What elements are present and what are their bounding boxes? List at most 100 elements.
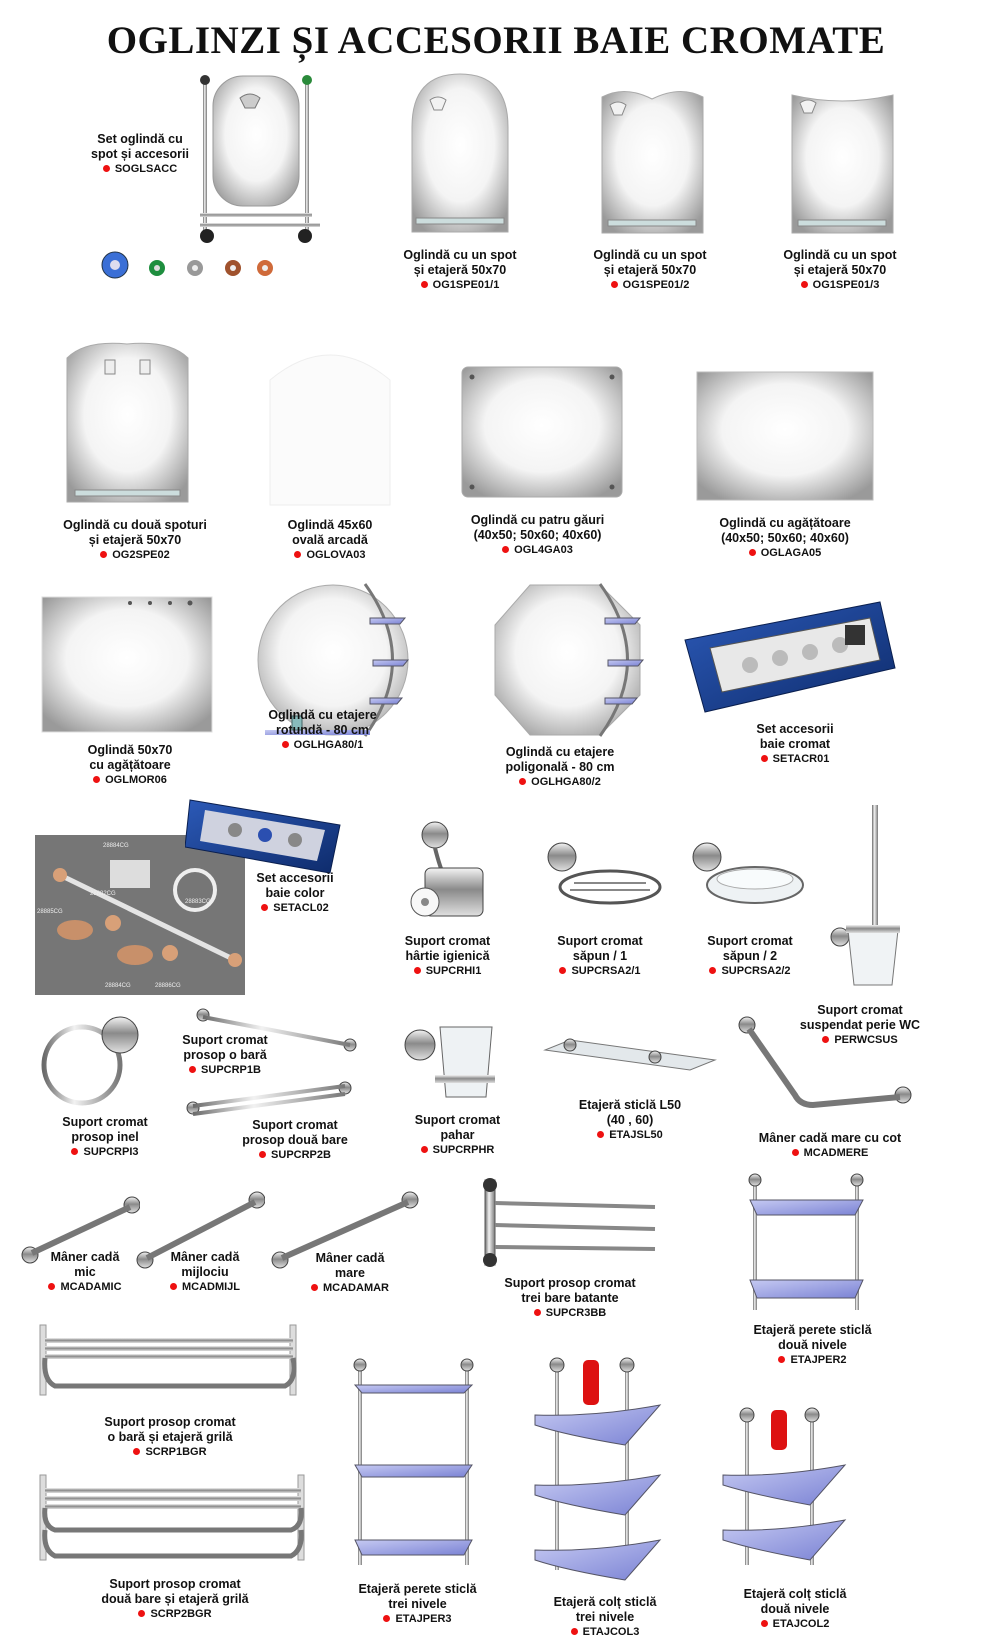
product-mcadamic[interactable]: Mâner cadă mic MCADAMIC <box>20 1195 150 1300</box>
accessory-hooks-image <box>95 240 275 285</box>
product-scrp2bgr[interactable]: Suport prosop cromat două bare și etajer… <box>35 1470 315 1630</box>
product-etajper3[interactable]: Etajeră perete sticlă trei nivele ETAJPE… <box>330 1355 505 1645</box>
product-caption: Oglindă cu agățătoare (40x50; 50x60; 40x… <box>690 516 880 561</box>
product-code: OG2SPE02 <box>40 548 230 563</box>
towel-shelf-image <box>35 1320 305 1400</box>
double-towel-bar-image <box>185 1080 355 1120</box>
wall-shelf-image <box>350 1355 480 1570</box>
product-code: SUPCRSA2/2 <box>680 964 820 979</box>
product-supcrsa2-2[interactable]: Suport cromat săpun / 2 SUPCRSA2/2 <box>680 835 820 985</box>
product-scrp1bgr[interactable]: Suport prosop cromat o bară și etajeră g… <box>35 1320 305 1460</box>
grab-bar-image <box>270 1190 420 1270</box>
paper-holder-image <box>395 820 495 930</box>
product-code: MCADAMIC <box>35 1280 135 1295</box>
product-code: SETACR01 <box>735 752 855 767</box>
mirror-image <box>410 72 510 237</box>
product-code: OGLAGA05 <box>690 546 880 561</box>
product-caption: Suport cromat suspendat perie WC PERWCSU… <box>790 1003 930 1048</box>
gift-box-image <box>680 600 900 720</box>
product-mcadmijl[interactable]: Mâner cadă mijlociu MCADMIJL <box>135 1190 270 1300</box>
product-caption: Oglindă cu două spoturi și etajeră 50x70… <box>40 518 230 563</box>
product-supcrsa2-1[interactable]: Suport cromat săpun / 1 SUPCRSA2/1 <box>530 835 670 985</box>
product-og1spe01-1[interactable]: Oglindă cu un spot și etajeră 50x70 OG1S… <box>380 72 540 302</box>
corner-shelf-image <box>525 1355 685 1585</box>
product-caption: Oglindă cu un spot și etajeră 50x70 OG1S… <box>380 248 540 293</box>
photo-label: 28882CG <box>90 891 116 897</box>
product-code: PERWCSUS <box>790 1033 930 1048</box>
product-ogl4ga03[interactable]: Oglindă cu patru găuri (40x50; 50x60; 40… <box>450 365 625 565</box>
glass-shelf-image <box>540 1035 720 1090</box>
photo-label: 28886CG <box>155 983 181 989</box>
grab-bar-image <box>135 1190 265 1270</box>
product-supcrphr[interactable]: Suport cromat pahar SUPCRPHR <box>390 1015 525 1165</box>
product-setacl02[interactable]: 28884CG 28882CG 28883CG 28885CG 28884CG … <box>35 790 365 995</box>
product-og1spe01-2[interactable]: Oglindă cu un spot și etajeră 50x70 OG1S… <box>570 85 730 300</box>
product-mcadamar[interactable]: Mâner cadă mare MCADAMAR <box>270 1190 420 1300</box>
soap-dish-image <box>540 835 665 910</box>
mirror-image <box>265 340 395 510</box>
product-caption: Set accesorii baie color SETACL02 <box>240 871 350 916</box>
mirror-image <box>40 595 215 735</box>
product-code: ETAJPER3 <box>330 1612 505 1627</box>
product-caption: Mâner cadă mare MCADAMAR <box>295 1251 405 1296</box>
product-perwcsus[interactable]: Suport cromat suspendat perie WC PERWCSU… <box>790 805 930 1048</box>
product-caption: Suport prosop cromat o bară și etajeră g… <box>85 1415 255 1460</box>
mirror-image <box>600 85 705 235</box>
product-supcrp2b[interactable]: Suport cromat prosop două bare SUPCRP2B <box>185 1080 375 1170</box>
product-caption: Suport cromat prosop o bară SUPCRP1B <box>165 1033 285 1078</box>
product-setacr01[interactable]: Set accesorii baie cromat SETACR01 <box>680 600 900 780</box>
product-code: SUPCRPI3 <box>30 1145 180 1160</box>
product-caption: Etajeră perete sticlă două nivele ETAJPE… <box>725 1323 900 1368</box>
swing-towel-bars-image <box>480 1175 660 1270</box>
mirror-shelves-image <box>490 580 650 740</box>
page-title: OGLINZI ȘI ACCESORII BAIE CROMATE <box>106 19 886 62</box>
product-code: OGLOVA03 <box>255 548 405 563</box>
product-caption: Oglindă cu un spot și etajeră 50x70 OG1S… <box>760 248 920 293</box>
product-caption: Suport prosop cromat trei bare batante S… <box>475 1276 665 1321</box>
photo-label: 28885CG <box>37 909 63 915</box>
product-oglaga05[interactable]: Oglindă cu agățătoare (40x50; 50x60; 40x… <box>690 370 880 565</box>
product-code: ETAJPER2 <box>725 1353 900 1368</box>
product-mcadmere[interactable]: Mâner cadă mare cu cot MCADMERE <box>730 1015 930 1165</box>
product-code: OGLHGA80/1 <box>230 738 415 753</box>
accessory-photo: 28884CG 28882CG 28883CG 28885CG 28884CG … <box>35 835 245 995</box>
mirror-set-image <box>185 68 325 248</box>
product-caption: Set accesorii baie cromat SETACR01 <box>735 722 855 767</box>
product-code: SUPCRPHR <box>390 1143 525 1158</box>
product-code: SOGLSACC <box>85 162 195 177</box>
product-oglmor06[interactable]: Oglindă 50x70 cu agățătoare OGLMOR06 <box>35 595 225 790</box>
grab-bar-elbow-image <box>735 1015 915 1120</box>
product-oglhga80-1[interactable]: Oglindă cu etajere rotundă - 80 cm OGLHG… <box>230 580 415 790</box>
product-caption: Oglindă cu un spot și etajeră 50x70 OG1S… <box>570 248 730 293</box>
product-code: MCADAMAR <box>295 1281 405 1296</box>
towel-ring-image <box>40 1010 170 1110</box>
mirror-image <box>460 365 625 500</box>
product-code: MCADMIJL <box>155 1280 255 1295</box>
wall-shelf-image <box>745 1170 870 1315</box>
product-caption: Set oglindă cu spot și accesorii SOGLSAC… <box>85 132 195 177</box>
product-caption: Oglindă cu patru găuri (40x50; 50x60; 40… <box>450 513 625 558</box>
product-supcr3bb[interactable]: Suport prosop cromat trei bare batante S… <box>475 1175 665 1319</box>
product-etajcol2[interactable]: Etajeră colț sticlă două nivele ETAJCOL2 <box>710 1405 880 1645</box>
product-caption: Suport prosop cromat două bare și etajer… <box>80 1577 270 1622</box>
product-oglhga80-2[interactable]: Oglindă cu etajere poligonală - 80 cm OG… <box>465 580 655 795</box>
product-code: MCADMERE <box>730 1146 930 1161</box>
photo-label: 28883CG <box>185 899 211 905</box>
product-code: OGL4GA03 <box>450 543 625 558</box>
product-etajper2[interactable]: Etajeră perete sticlă două nivele ETAJPE… <box>725 1170 900 1380</box>
product-og2spe02[interactable]: Oglindă cu două spoturi și etajeră 50x70… <box>40 340 230 565</box>
product-oglova03[interactable]: Oglindă 45x60 ovală arcadă OGLOVA03 <box>255 340 405 565</box>
product-caption: Oglindă 45x60 ovală arcadă OGLOVA03 <box>255 518 405 563</box>
product-supcrpi3[interactable]: Suport cromat prosop inel SUPCRPI3 <box>30 1010 180 1160</box>
product-supcrhi1[interactable]: Suport cromat hârtie igienică SUPCRHI1 <box>380 820 515 985</box>
product-etajsl50[interactable]: Etajeră sticlă L50 (40 , 60) ETAJSL50 <box>540 1035 720 1145</box>
mirror-shelves-image <box>255 580 415 740</box>
product-og1spe01-3[interactable]: Oglindă cu un spot și etajeră 50x70 OG1S… <box>760 85 920 300</box>
gift-box-image <box>185 785 355 875</box>
product-soglsacc[interactable]: Set oglindă cu spot și accesorii SOGLSAC… <box>85 68 355 288</box>
towel-bar-image <box>195 1005 360 1055</box>
product-etajcol3[interactable]: Etajeră colț sticlă trei nivele ETAJCOL3 <box>520 1355 690 1650</box>
product-caption: Suport cromat săpun / 1 SUPCRSA2/1 <box>530 934 670 979</box>
product-supcrp1b[interactable]: Suport cromat prosop o bară SUPCRP1B <box>165 1005 365 1085</box>
mirror-image <box>695 370 875 502</box>
